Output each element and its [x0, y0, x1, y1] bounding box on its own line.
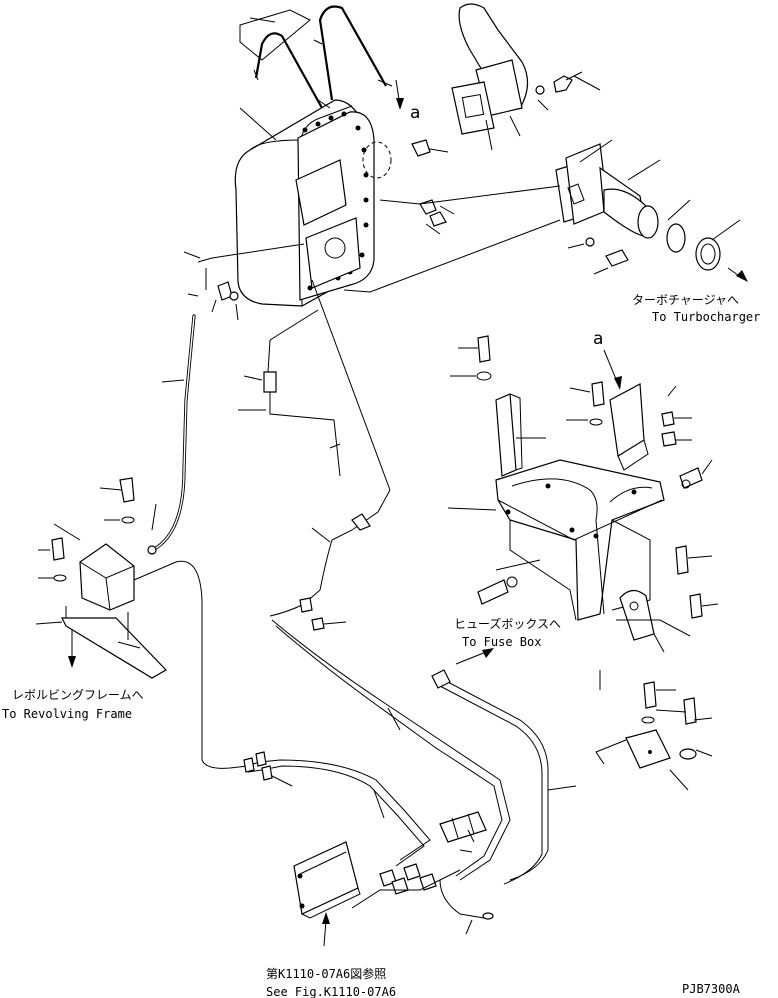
bracket-assembly: [476, 335, 703, 769]
frame-label-en: To Revolving Frame: [2, 707, 132, 721]
turbo-label-en: To Turbocharger: [652, 310, 760, 324]
top-u-hoses: [239, 5, 393, 109]
center-sensor: [238, 309, 341, 477]
figure-id: PJB7300A: [682, 982, 741, 996]
seefig-label-en: See Fig.K1110-07A6: [266, 985, 396, 998]
turbo-label-jp: ターボチャージャへ: [632, 293, 739, 307]
relay-box: [51, 477, 167, 679]
muffler-assembly: [234, 99, 392, 307]
callout-a-bracket: a: [593, 329, 603, 349]
turbo-pipe: [555, 143, 721, 271]
callout-a-top: a: [410, 103, 420, 123]
fuse-label-en: To Fuse Box: [462, 635, 541, 649]
bracket-leader-lines: [447, 347, 719, 791]
left-sensor-fittings: [183, 243, 305, 321]
seefig-label-jp: 第K1110-07A6図参照: [266, 966, 386, 981]
fuse-label-jp: ヒューズボックスへ: [454, 616, 561, 631]
top-leader-lines: [239, 75, 601, 235]
exhaust-elbow: [451, 3, 583, 135]
controller-box: [293, 811, 494, 920]
frame-label-jp: レボルビングフレームへ: [12, 688, 144, 702]
